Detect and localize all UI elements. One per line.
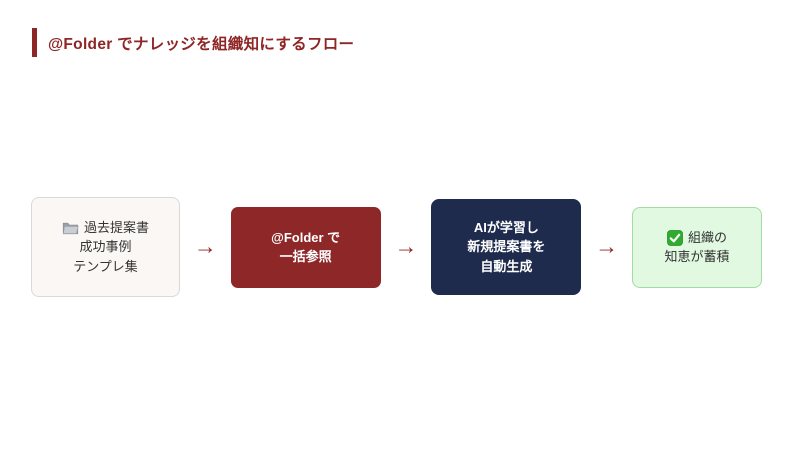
flow-step-ai-generate: AIが学習し 新規提案書を 自動生成 [431,199,582,295]
check-icon [667,229,683,246]
flow-step-text: 知恵が蓄積 [664,249,730,264]
flow-step-past-proposals-line1: 過去提案書 [62,218,149,238]
flow-arrow-icon: → [193,232,217,259]
page-title: @Folder でナレッジを組織知にするフロー [32,28,354,57]
flow-step-folder-reference: @Folder で 一括参照 [230,206,381,288]
page-title-text: @Folder でナレッジを組織知にするフロー [48,35,355,53]
flow-step-text: 過去提案書 [83,219,149,235]
title-accent-bar [32,28,37,57]
flow-step-org-knowledge: 組織の 知恵が蓄積 [632,206,763,288]
folder-icon [62,221,79,235]
knowledge-flow-diagram: 過去提案書 成功事例 テンプレ集 → @Folder で 一括参照 → AIが学… [31,197,763,297]
flow-step-text: 自動生成 [480,258,533,274]
flow-arrow-icon: → [394,232,418,259]
flow-step-org-knowledge-line1: 組織の [667,228,727,247]
flow-arrow-icon: → [595,232,619,259]
flow-step-past-proposals: 過去提案書 成功事例 テンプレ集 [31,197,180,297]
flow-step-text: 一括参照 [279,249,332,264]
flow-step-text: AIが学習し [473,219,539,235]
flow-step-text: テンプレ集 [73,258,138,274]
flow-step-text: 成功事例 [79,239,132,255]
flow-step-text: @Folder で [271,230,341,245]
flow-step-text: 組織の [688,230,728,245]
flow-step-text: 新規提案書を [467,239,546,255]
